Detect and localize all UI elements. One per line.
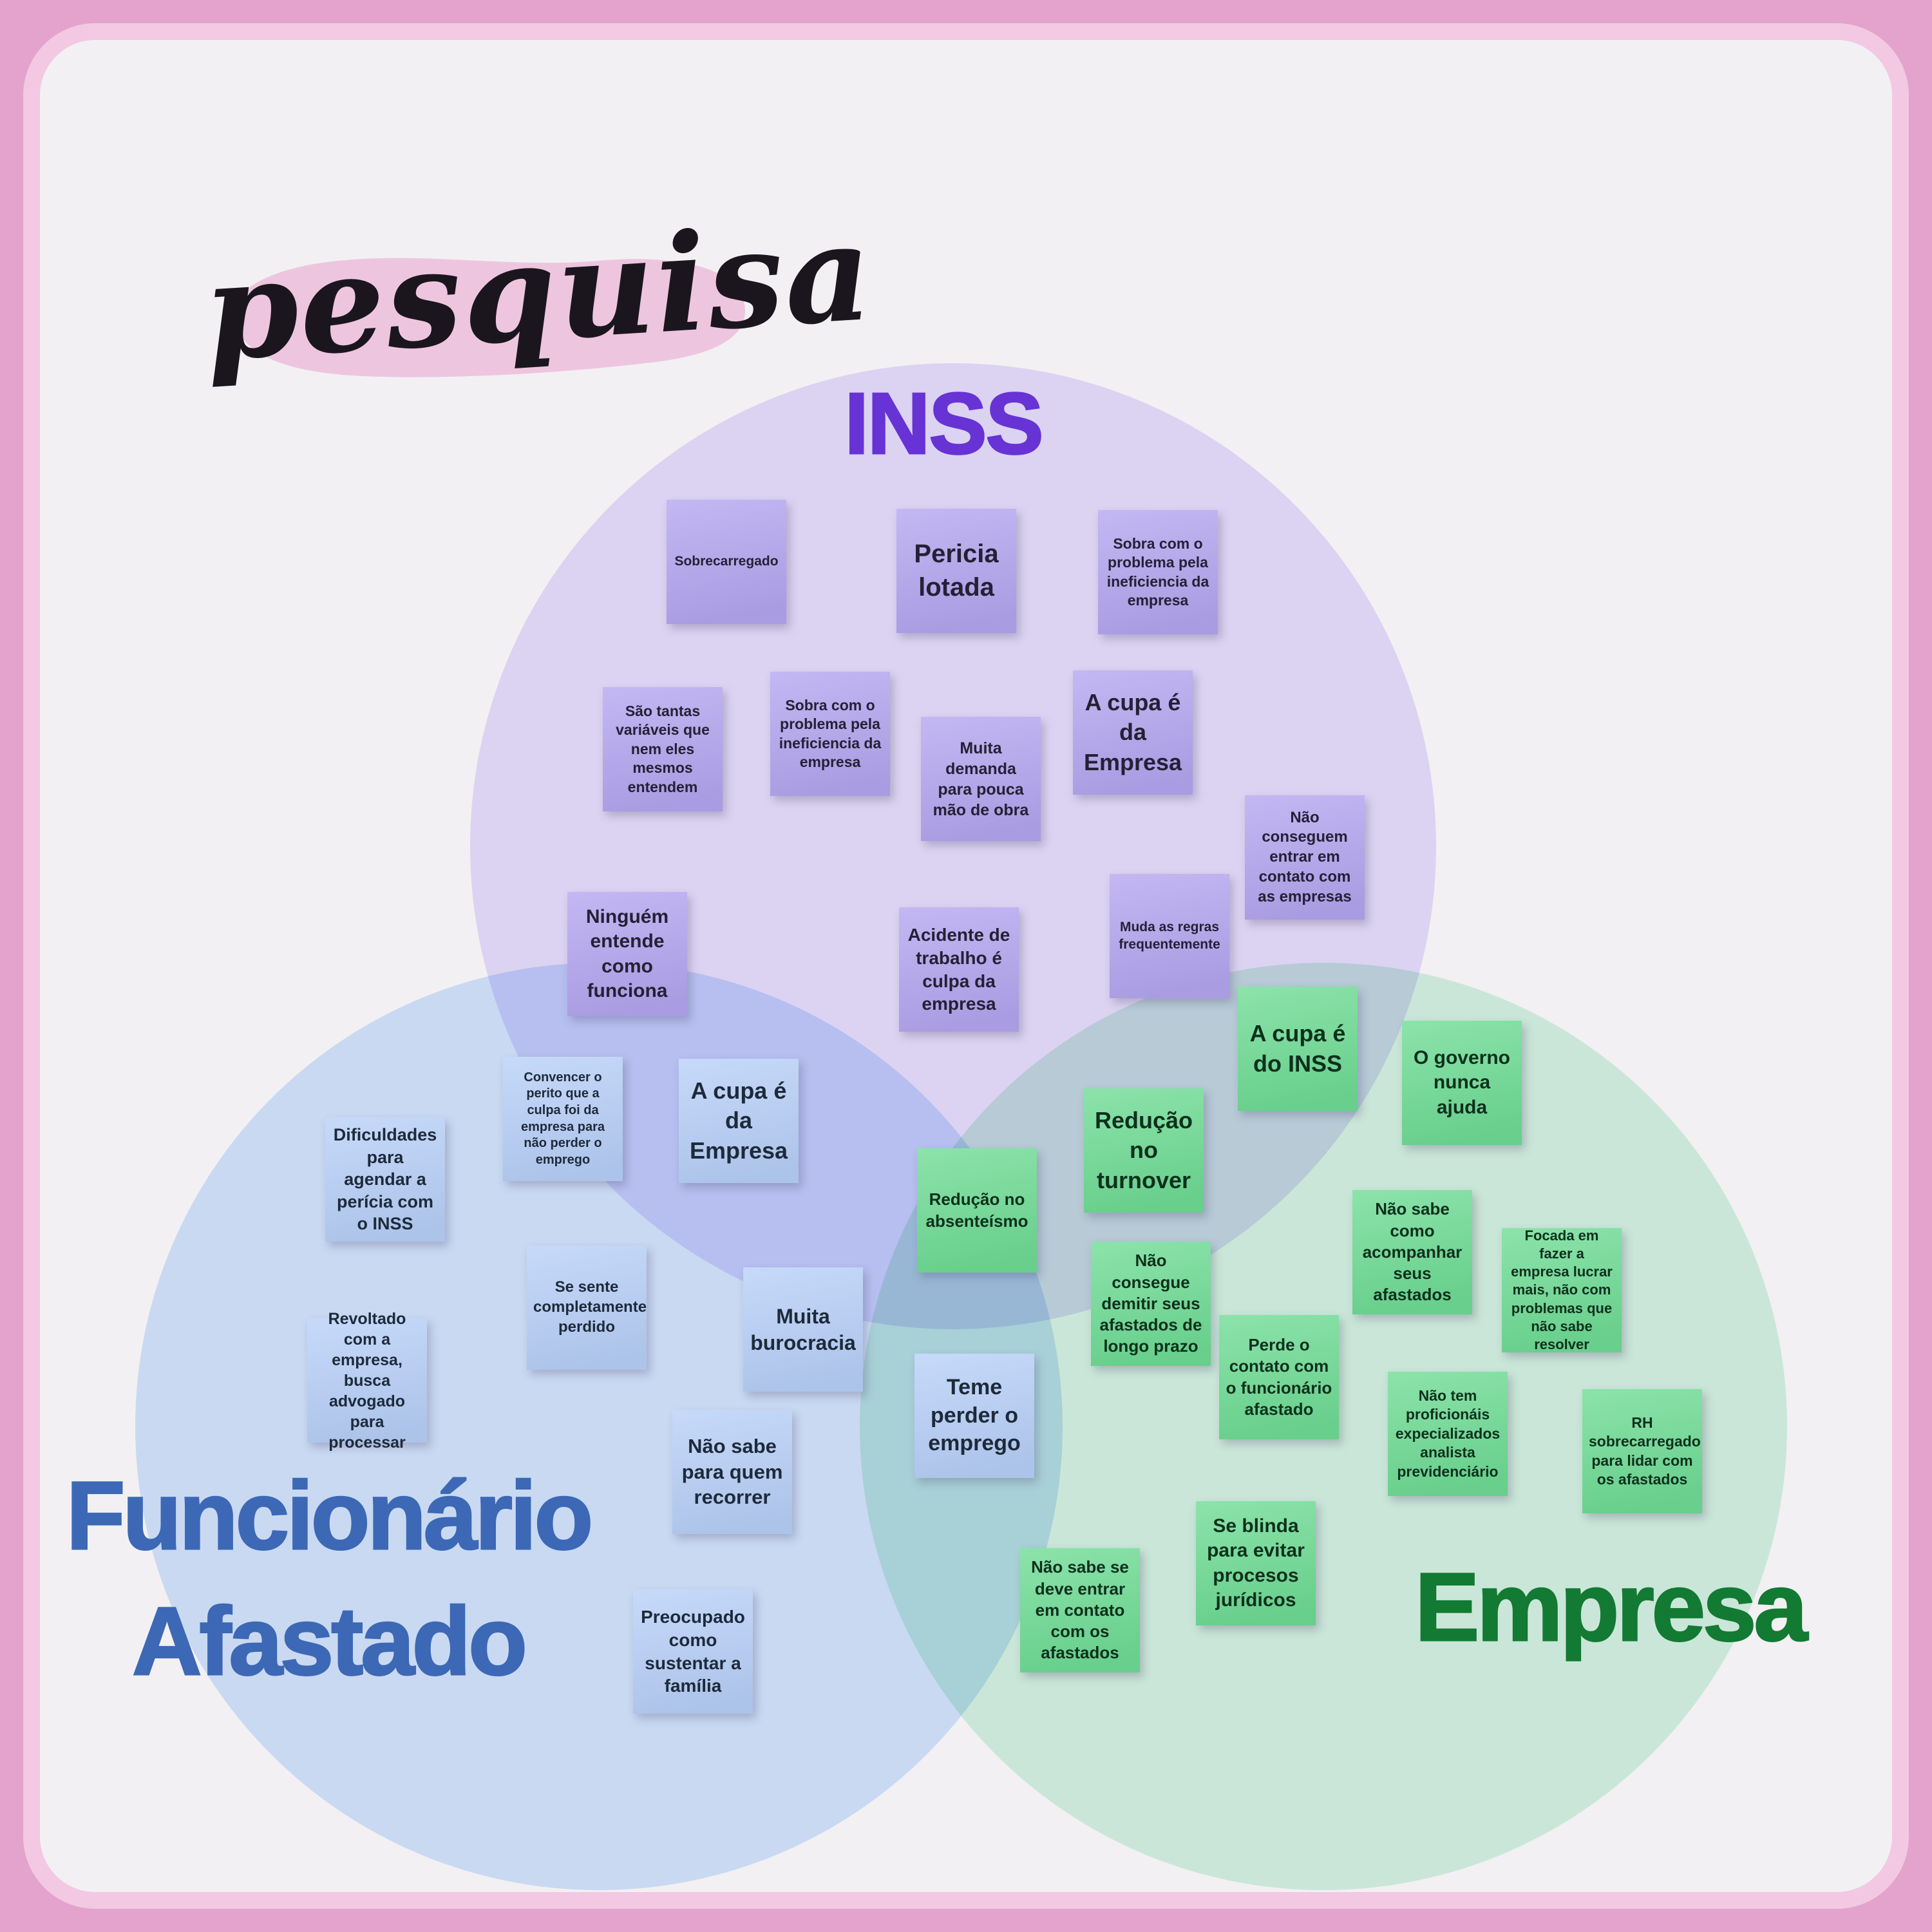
sticky-note-text: A cupa é da Empresa <box>689 1077 788 1164</box>
whiteboard: pesquisa INSS Funcionário Afastado Empre… <box>40 40 1892 1892</box>
sticky-note-text: Sobra com o problema pela ineficiencia d… <box>1106 535 1209 609</box>
sticky-note-text: Se blinda para evitar procesos jurídicos <box>1207 1515 1305 1611</box>
sticky-note-text: Sobra com o problema pela ineficiencia d… <box>779 696 882 770</box>
sticky-note-funcionario[interactable]: Convencer o perito que a culpa foi da em… <box>503 1057 623 1181</box>
sticky-note-funcionario-empresa[interactable]: Não sabe se deve entrar em contato com o… <box>1020 1548 1140 1672</box>
sticky-note-text: Convencer o perito que a culpa foi da em… <box>520 1070 605 1167</box>
sticky-note-text: Se sente completamente perdido <box>533 1278 647 1336</box>
sticky-note-empresa[interactable]: Perde o contato com o funcionário afasta… <box>1219 1315 1339 1439</box>
sticky-note-text: Teme perder o emprego <box>928 1375 1021 1456</box>
circle-title-line-1: Funcionário <box>65 1461 594 1571</box>
sticky-note-inss[interactable]: A cupa é da Empresa <box>1073 670 1193 795</box>
sticky-note-text: Não sabe como acompanhar seus afastados <box>1362 1199 1463 1305</box>
circle-title-empresa: Empresa <box>1414 1553 1809 1661</box>
sticky-note-text: Não conseguem entrar em contato com as e… <box>1258 808 1352 905</box>
sticky-note-funcionario[interactable]: Revoltado com a empresa, busca advogado … <box>307 1310 427 1452</box>
circle-title-inss: INSS <box>844 375 1045 472</box>
sticky-note-empresa[interactable]: Não sabe como acompanhar seus afastados <box>1352 1190 1472 1314</box>
sticky-note-inss-empresa[interactable]: A cupa é do INSS <box>1238 987 1358 1111</box>
sticky-note-funcionario[interactable]: Se sente completamente perdido <box>527 1245 647 1370</box>
sticky-note-empresa[interactable]: RH sobrecarregado para lidar com os afas… <box>1582 1389 1702 1513</box>
sticky-note-inss[interactable]: Sobra com o problema pela ineficiencia d… <box>1098 510 1218 634</box>
diagram-canvas: pesquisa INSS Funcionário Afastado Empre… <box>40 40 1892 1892</box>
sticky-note-text: Muda as regras frequentemente <box>1119 919 1220 952</box>
sticky-note-text: A cupa é do INSS <box>1249 1020 1346 1077</box>
title-highlight-blob <box>232 258 745 377</box>
sticky-note-inss[interactable]: Sobrecarregado <box>667 500 786 624</box>
sticky-note-funcionario[interactable]: A cupa é da Empresa <box>679 1059 799 1183</box>
sticky-note-text: O governo nunca ajuda <box>1413 1046 1510 1118</box>
page-title: pesquisa <box>200 193 877 392</box>
sticky-note-funcionario[interactable]: Dificuldades para agendar a perícia com … <box>325 1117 445 1242</box>
sticky-note-empresa[interactable]: Não tem proficionáis expecializados anal… <box>1388 1372 1508 1496</box>
sticky-note-inss[interactable]: Pericia lotada <box>896 509 1016 633</box>
sticky-note-text: Redução no absenteísmo <box>925 1189 1028 1231</box>
sticky-note-inss[interactable]: Sobra com o problema pela ineficiencia d… <box>770 672 890 796</box>
sticky-note-text: Perde o contato com o funcionário afasta… <box>1226 1334 1332 1419</box>
sticky-note-text: Muita burocracia <box>750 1304 856 1354</box>
sticky-note-text: Muita demanda para pouca mão de obra <box>933 739 1029 819</box>
sticky-note-text: Não consegue demitir seus afastados de l… <box>1099 1251 1202 1356</box>
sticky-note-funcionario-empresa[interactable]: Redução no absenteísmo <box>917 1148 1037 1273</box>
sticky-note-funcionario[interactable]: Não sabe para quem recorrer <box>672 1410 792 1534</box>
sticky-note-text: Acidente de trabalho é culpa da empresa <box>907 924 1010 1014</box>
sticky-note-text: Não sabe para quem recorrer <box>681 1434 783 1509</box>
sticky-note-funcionario[interactable]: Muita burocracia <box>743 1267 863 1392</box>
sticky-note-text: Dificuldades para agendar a perícia com … <box>333 1125 437 1234</box>
sticky-note-text: Sobrecarregado <box>674 554 779 569</box>
sticky-note-empresa[interactable]: Focada em fazer a empresa lucrar mais, n… <box>1502 1227 1622 1352</box>
sticky-note-inss[interactable]: Muda as regras frequentemente <box>1110 874 1229 998</box>
sticky-note-text: Focada em fazer a empresa lucrar mais, n… <box>1511 1227 1613 1352</box>
sticky-note-empresa[interactable]: O governo nunca ajuda <box>1402 1021 1522 1145</box>
sticky-note-funcionario[interactable]: Preocupado como sustentar a família <box>633 1589 753 1714</box>
sticky-note-text: Pericia lotada <box>914 540 999 601</box>
sticky-note-empresa[interactable]: Não consegue demitir seus afastados de l… <box>1091 1242 1211 1366</box>
sticky-note-inss[interactable]: Muita demanda para pouca mão de obra <box>921 717 1041 841</box>
sticky-note-text: São tantas variáveis que nem eles mesmos… <box>616 702 710 795</box>
sticky-note-text: Redução no turnover <box>1094 1107 1193 1193</box>
sticky-note-empresa[interactable]: Se blinda para evitar procesos jurídicos <box>1196 1501 1316 1625</box>
sticky-note-text: Ninguém entende como funciona <box>585 905 669 1001</box>
sticky-note-inss[interactable]: São tantas variáveis que nem eles mesmos… <box>603 687 723 811</box>
sticky-note-text: Revoltado com a empresa, busca advogado … <box>328 1309 406 1452</box>
circle-title-line-2: Afastado <box>131 1586 529 1696</box>
circle-title-funcionario-afastado: Funcionário Afastado <box>40 1453 618 1704</box>
sticky-note-text: Preocupado como sustentar a família <box>641 1606 745 1696</box>
sticky-note-inss[interactable]: Acidente de trabalho é culpa da empresa <box>899 907 1019 1032</box>
sticky-note-inss-empresa[interactable]: Redução no turnover <box>1084 1088 1204 1213</box>
sticky-note-text: RH sobrecarregado para lidar com os afas… <box>1589 1414 1701 1488</box>
sticky-note-text: Não tem proficionáis expecializados anal… <box>1395 1387 1501 1480</box>
sticky-note-text: Não sabe se deve entrar em contato com o… <box>1031 1557 1129 1663</box>
sticky-note-text: A cupa é da Empresa <box>1083 689 1182 775</box>
sticky-note-inss[interactable]: Não conseguem entrar em contato com as e… <box>1245 795 1365 920</box>
sticky-note-funcionario-empresa[interactable]: Teme perder o emprego <box>914 1354 1034 1478</box>
sticky-note-inss-funcionario[interactable]: Ninguém entende como funciona <box>567 892 687 1016</box>
